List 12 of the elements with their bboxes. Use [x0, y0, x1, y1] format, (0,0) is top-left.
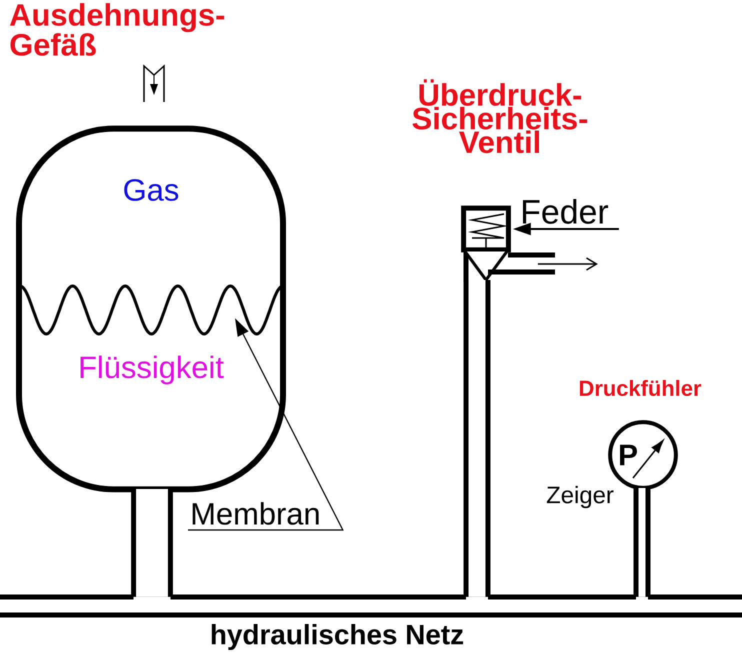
pipe: hydraulisches Netz	[0, 594, 742, 650]
pressure-gauge: P	[608, 420, 678, 490]
vessel: Gas Flüssigkeit	[16, 126, 286, 492]
outflow-arrow	[538, 257, 598, 271]
pipe-branch	[464, 280, 490, 597]
title: Druckfühler	[580, 380, 702, 396]
title: Ausdehnungs- Gefäß	[10, 3, 224, 56]
spring-label: Feder	[522, 198, 608, 224]
pipe-branch	[634, 488, 650, 597]
pipe-branch	[131, 489, 173, 597]
title: Überdruck- Sicherheits- Ventil	[412, 79, 588, 154]
membrane-label: Membran	[192, 502, 319, 525]
